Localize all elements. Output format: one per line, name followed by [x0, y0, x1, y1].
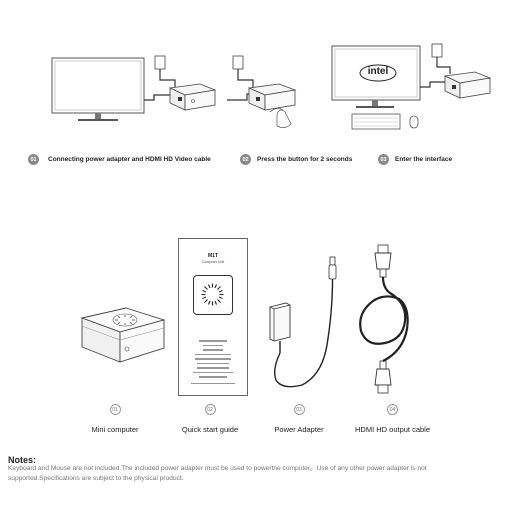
- hdmi-cable-illustration: [355, 243, 413, 401]
- item-number-badge: 03: [293, 404, 305, 415]
- intel-logo: intel: [358, 63, 398, 83]
- step-3: 03 Enter the interface: [378, 154, 452, 165]
- guide-photo: [193, 275, 233, 315]
- notes-text: Keyboard and Mouse are not included.The …: [8, 465, 427, 482]
- item-1: 01 Mini computer: [75, 404, 155, 434]
- step-number-badge: 02: [240, 154, 251, 165]
- step-number-badge: 01: [28, 154, 39, 165]
- item-label: HDMI HD output cable: [354, 425, 431, 434]
- step-number-badge: 03: [378, 154, 389, 165]
- item-number-badge: 04: [387, 404, 398, 415]
- step-2: 02 Press the button for 2 seconds: [240, 154, 352, 165]
- quick-start-guide-illustration: M1T Computer Unit: [178, 238, 248, 396]
- setup-illustration-3: [330, 42, 495, 142]
- step-label: Enter the interface: [395, 156, 453, 163]
- mini-computer-illustration: [78, 300, 168, 375]
- item-label: Quick start guide: [181, 425, 239, 434]
- step-label: Press the button for 2 seconds: [257, 156, 353, 163]
- item-number-badge: 01: [109, 404, 121, 415]
- setup-illustration-1: [50, 50, 220, 130]
- notes-title: Notes:: [8, 455, 37, 465]
- guide-subtitle: Computer Unit: [201, 260, 225, 264]
- guide-text-lines: [191, 337, 235, 389]
- item-3: 03 Power Adapter: [259, 404, 339, 434]
- item-4: 04 HDMI HD output cable: [340, 404, 445, 434]
- step-1: 01 Connecting power adapter and HDMI HD …: [28, 154, 211, 165]
- power-adapter-illustration: [262, 255, 347, 400]
- step-label: Connecting power adapter and HDMI HD Vid…: [48, 156, 211, 163]
- item-label: Mini computer: [91, 425, 139, 434]
- setup-illustration-2: [225, 52, 310, 130]
- item-label: Power Adapter: [274, 425, 324, 434]
- item-2: 02 Quick start guide: [170, 404, 250, 434]
- item-number-badge: 02: [204, 404, 216, 415]
- guide-title: M1T: [208, 253, 218, 259]
